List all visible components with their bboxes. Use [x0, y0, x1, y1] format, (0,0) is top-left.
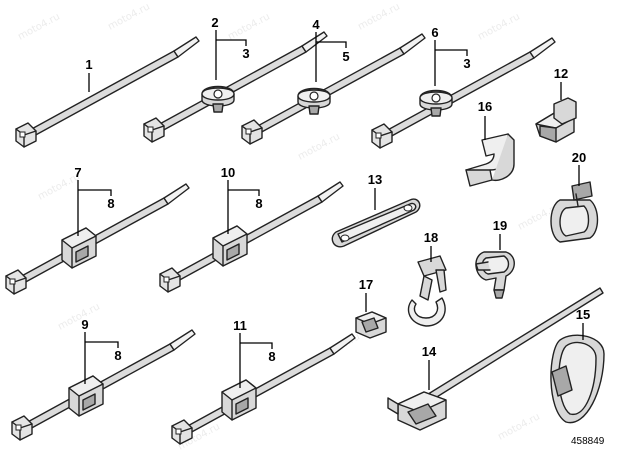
svg-text:moto4.ru: moto4.ru	[296, 131, 342, 162]
callout-7: 7	[74, 165, 81, 180]
callout-8-d: 8	[268, 349, 275, 364]
callout-6: 6	[431, 25, 438, 40]
document-number: 458849	[571, 436, 605, 447]
callout-18: 18	[424, 230, 438, 245]
callout-17: 17	[359, 277, 373, 292]
clip-17	[355, 311, 387, 339]
svg-text:moto4.ru: moto4.ru	[226, 11, 272, 42]
clip-12	[535, 97, 577, 143]
svg-text:moto4.ru: moto4.ru	[56, 301, 102, 332]
svg-text:moto4.ru: moto4.ru	[356, 1, 402, 32]
cable-tie-with-clip-2	[143, 31, 328, 143]
callout-2: 2	[211, 15, 218, 30]
callout-8-b: 8	[255, 196, 262, 211]
cable-tie-with-box-clip-11	[171, 333, 356, 445]
callout-20: 20	[572, 150, 586, 165]
callout-3-b: 3	[463, 56, 470, 71]
cable-tie-with-box-clip-9	[11, 329, 196, 441]
bracket-16	[465, 133, 515, 187]
callout-13: 13	[368, 172, 382, 187]
svg-text:moto4.ru: moto4.ru	[476, 11, 522, 42]
callout-12: 12	[554, 66, 568, 81]
svg-text:moto4.ru: moto4.ru	[496, 411, 542, 442]
svg-text:moto4.ru: moto4.ru	[16, 11, 62, 42]
callout-14: 14	[422, 344, 437, 359]
strap-bracket-13	[331, 198, 421, 248]
cable-tie-with-box-clip-10	[159, 181, 344, 293]
callout-9: 9	[81, 317, 88, 332]
cable-tie-with-clip-14	[387, 287, 604, 431]
callout-5: 5	[342, 49, 349, 64]
loop-clamp-15	[550, 334, 605, 424]
callout-4: 4	[312, 17, 320, 32]
callout-8-c: 8	[114, 348, 121, 363]
clip-18	[407, 255, 447, 327]
svg-text:moto4.ru: moto4.ru	[106, 1, 152, 32]
callout-16: 16	[478, 99, 492, 114]
callout-11: 11	[233, 318, 247, 333]
cable-tie-1	[15, 36, 200, 148]
callout-8-a: 8	[107, 196, 114, 211]
callout-1: 1	[85, 57, 92, 72]
clip-19	[475, 251, 515, 299]
clip-20	[550, 181, 599, 243]
callout-15: 15	[576, 307, 590, 322]
callout-19: 19	[493, 218, 507, 233]
callout-10: 10	[221, 165, 235, 180]
callout-3-a: 3	[242, 46, 249, 61]
